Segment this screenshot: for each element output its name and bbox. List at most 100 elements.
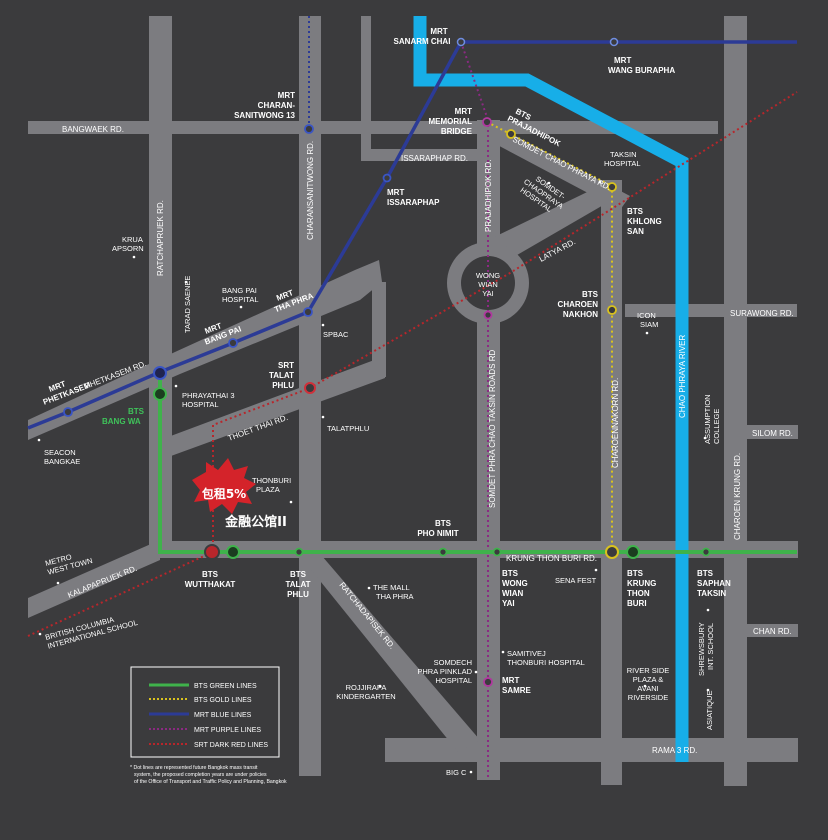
svg-text:BRITISH COLUMBIAINTERNATIONAL: BRITISH COLUMBIAINTERNATIONAL SCHOOL <box>44 609 138 650</box>
svg-text:system, the proposed completio: system, the proposed completion years ar… <box>134 772 267 778</box>
svg-text:PRAJADHIPOK RD.: PRAJADHIPOK RD. <box>484 160 493 232</box>
chao-phraya-river <box>413 16 689 762</box>
svg-text:BANGWAEK RD.: BANGWAEK RD. <box>62 125 124 134</box>
station-wong-wian-yai-mrt <box>483 310 493 320</box>
svg-text:SHREWSBURYINT. SCHOOL: SHREWSBURYINT. SCHOOL <box>697 622 715 676</box>
road-small-vertical <box>361 16 371 161</box>
station-issaraphap <box>382 173 392 183</box>
station-wutthakat-srt <box>204 544 220 560</box>
roundabout-centre <box>461 256 515 310</box>
station-saphan-taksin <box>701 547 711 557</box>
legend: BTS GREEN LINES BTS GOLD LINES MRT BLUE … <box>130 666 280 758</box>
svg-text:CHAO PHRAYA RIVER: CHAO PHRAYA RIVER <box>678 335 687 419</box>
road-network <box>28 16 798 786</box>
svg-text:LATYA RD.: LATYA RD. <box>538 237 577 264</box>
station-krung-thon-buri-gold <box>605 545 619 559</box>
road-krung-thon-buri <box>160 541 798 558</box>
station-prajadhipok <box>506 129 516 139</box>
station-wong-wian-yai-bts <box>492 547 502 557</box>
station-pho-nimit <box>438 547 448 557</box>
mrt-blue-line <box>27 40 797 430</box>
station-wang-burapha <box>609 37 619 47</box>
road-ratchapruek <box>149 16 172 556</box>
road-thoet-thai <box>160 356 385 460</box>
legend-label-purple: MRT PURPLE LINES <box>194 727 261 734</box>
road-silom <box>746 425 798 439</box>
road-rama3 <box>385 738 798 762</box>
badge-rent-text: 包租5% <box>201 486 246 501</box>
svg-text:SENA FEST: SENA FEST <box>555 576 597 585</box>
road-latya <box>488 180 612 262</box>
svg-text:BIG C: BIG C <box>446 768 467 777</box>
road-spbac-link <box>372 282 386 377</box>
station-phetkasem <box>63 407 73 417</box>
svg-text:KRUNG THON BURI RD.: KRUNG THON BURI RD. <box>506 554 597 563</box>
mrt-purple-link <box>460 41 489 121</box>
station-markers[interactable] <box>63 37 711 687</box>
srt-red-west <box>27 551 214 637</box>
legend-box <box>130 666 280 758</box>
station-bang-wa <box>153 387 167 401</box>
legend-label-gold: BTS GOLD LINES <box>194 697 252 704</box>
road-kalapapruek <box>28 540 160 618</box>
svg-text:METROWEST TOWN: METROWEST TOWN <box>44 547 93 576</box>
station-talat-phlu-bts <box>294 547 304 557</box>
station-sanarm-chai <box>456 37 466 47</box>
station-tha-phra <box>303 307 313 317</box>
svg-text:CHAROEN KRUNG RD.: CHAROEN KRUNG RD. <box>733 453 742 540</box>
svg-text:CHAN RD.: CHAN RD. <box>753 627 792 636</box>
footnote: * Dot lines are represented future Bangk… <box>130 765 287 785</box>
road-phetkasem <box>28 260 382 440</box>
station-charansanitwong13 <box>304 124 314 134</box>
poi-dots <box>37 180 710 774</box>
burst-shape <box>192 458 256 514</box>
svg-text:* Dot lines are represented fu: * Dot lines are represented future Bangk… <box>130 765 258 771</box>
svg-text:SILOM RD.: SILOM RD. <box>752 429 793 438</box>
station-khlong-san <box>607 182 617 192</box>
road-charoen-krung <box>724 16 747 786</box>
station-phetkasem-interchange <box>153 366 167 380</box>
legend-label-green: BTS GREEN LINES <box>194 683 257 690</box>
svg-text:SPBAC: SPBAC <box>323 330 349 339</box>
svg-text:TALATPHLU: TALATPHLU <box>327 424 369 433</box>
station-krung-thon-buri <box>626 545 640 559</box>
svg-text:CHAROENNAKORN RD.: CHAROENNAKORN RD. <box>611 378 620 468</box>
property-badge[interactable]: 包租5% 金融公馆II <box>192 458 287 530</box>
road-surawong <box>625 304 797 317</box>
bts-green-line <box>158 380 797 554</box>
svg-text:ASSUMPTIONCOLLEGE: ASSUMPTIONCOLLEGE <box>703 394 721 444</box>
road-chan <box>746 624 798 637</box>
station-samre <box>483 677 493 687</box>
svg-text:CHARANSANITWONG RD.: CHARANSANITWONG RD. <box>306 141 315 240</box>
svg-text:ASIATIQUE: ASIATIQUE <box>705 691 714 730</box>
road-issaraphap <box>361 149 491 161</box>
